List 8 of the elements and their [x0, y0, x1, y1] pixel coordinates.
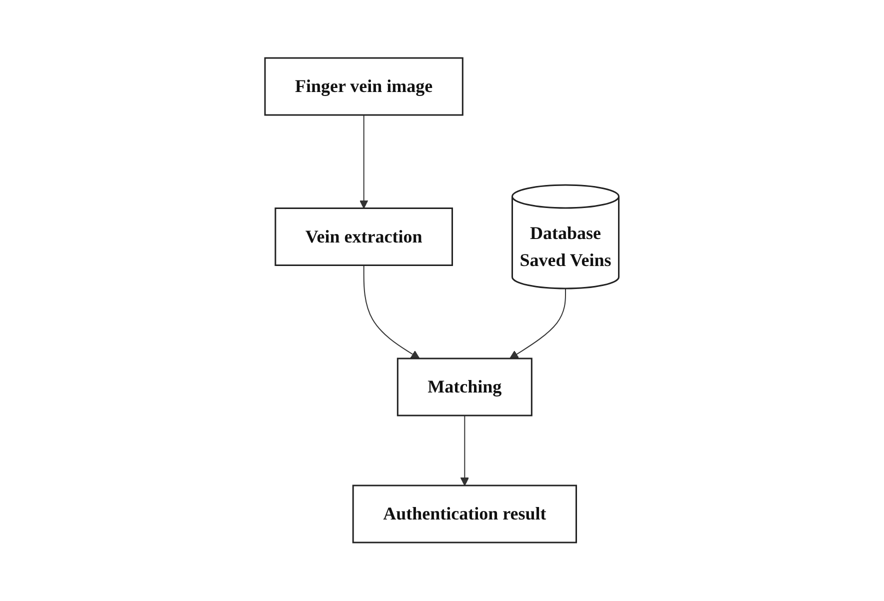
node-box: Matching	[397, 358, 533, 416]
node-box: Authentication result	[352, 485, 578, 544]
arrow	[510, 288, 566, 360]
node-box: Vein extraction	[274, 208, 454, 266]
arrow	[460, 415, 470, 486]
arrow	[363, 265, 420, 360]
arrow	[360, 114, 368, 209]
node-box: Finger vein image	[264, 58, 464, 116]
